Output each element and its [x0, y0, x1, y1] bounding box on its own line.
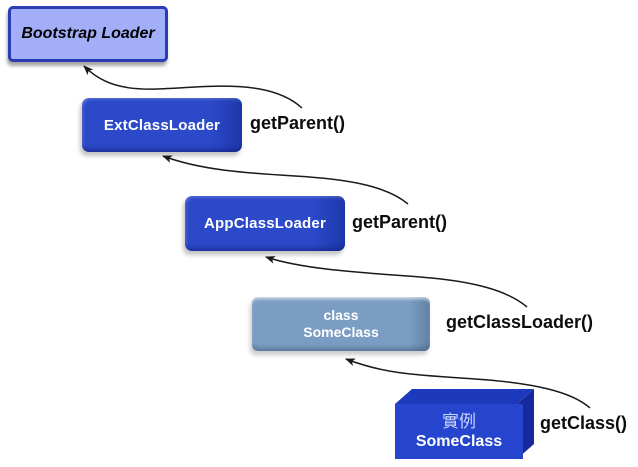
box-someclass-class: class SomeClass — [252, 297, 430, 351]
someclass-instance-label-line1: 實例 — [442, 412, 476, 431]
arrow-getclass-to-someclass — [345, 358, 591, 409]
instance-box-top-face — [395, 389, 534, 404]
bootstrap-loader-label: Bootstrap Loader — [21, 25, 155, 42]
someclass-class-label-line2: SomeClass — [303, 324, 379, 340]
method-label-getparent-2: getParent() — [352, 212, 448, 232]
box-ext-class-loader: ExtClassLoader — [82, 98, 242, 152]
box-someclass-instance: 實例 SomeClass — [395, 404, 523, 459]
method-label-getclassloader: getClassLoader() — [446, 312, 594, 332]
method-label-getparent-1: getParent() — [250, 113, 346, 133]
app-class-loader-label: AppClassLoader — [204, 215, 326, 232]
ext-class-loader-label: ExtClassLoader — [103, 116, 221, 134]
someclass-instance-label-line2: SomeClass — [415, 433, 503, 450]
box-app-class-loader: AppClassLoader — [185, 196, 345, 251]
method-label-getclass: getClass() — [540, 413, 628, 433]
someclass-class-label-line1: class — [323, 307, 359, 323]
box-bootstrap-loader: Bootstrap Loader — [8, 6, 168, 62]
